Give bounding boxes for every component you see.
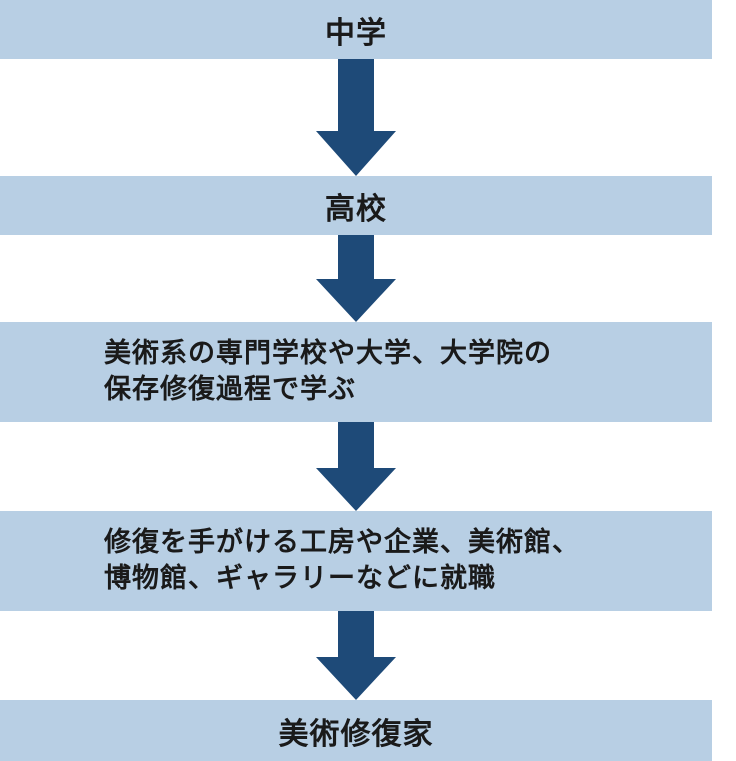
step-label: 中学 — [325, 15, 387, 51]
step-label: 美術修復家 — [278, 716, 434, 752]
step-employment: 修復を手がける工房や企業、美術館、 博物館、ギャラリーなどに就職 — [0, 511, 712, 611]
step-junior-high-school: 中学 — [0, 0, 712, 59]
step-line: 美術系の専門学校や大学、大学院の — [104, 338, 552, 369]
down-arrow-icon — [316, 235, 396, 322]
step-high-school: 高校 — [0, 176, 712, 235]
down-arrow-icon — [316, 422, 396, 511]
step-line: 保存修復過程で学ぶ — [104, 374, 356, 405]
step-label: 高校 — [325, 191, 387, 227]
step-art-restorer: 美術修復家 — [0, 700, 712, 761]
step-line: 修復を手がける工房や企業、美術館、 — [104, 527, 580, 558]
step-study-conservation: 美術系の専門学校や大学、大学院の 保存修復過程で学ぶ — [0, 322, 712, 422]
down-arrow-icon — [316, 59, 396, 176]
step-line: 博物館、ギャラリーなどに就職 — [104, 563, 496, 594]
down-arrow-icon — [316, 611, 396, 700]
